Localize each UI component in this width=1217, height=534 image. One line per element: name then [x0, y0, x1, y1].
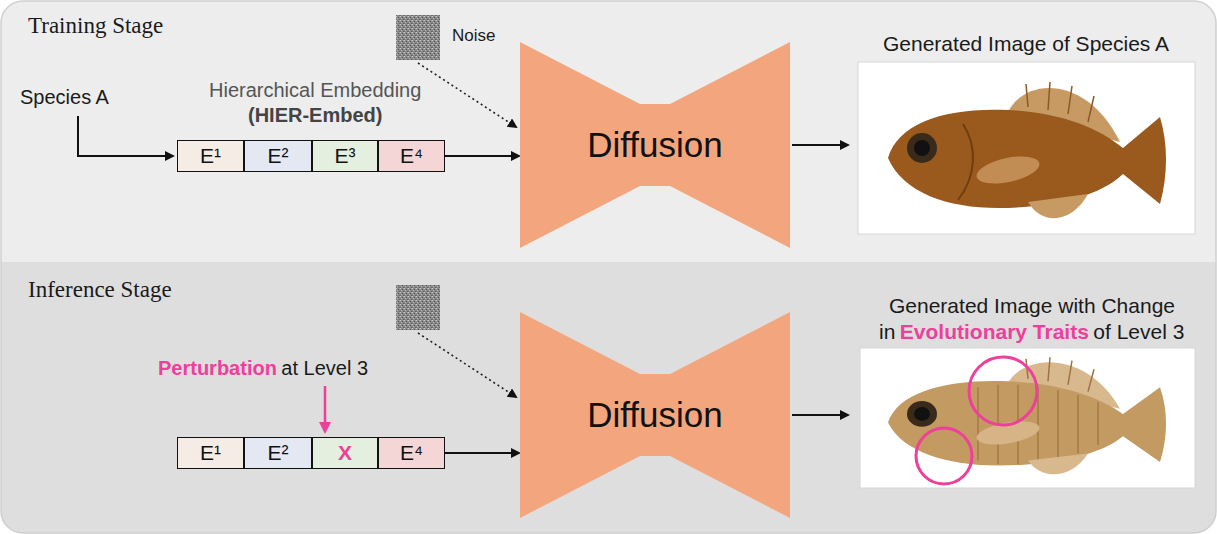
- annotation-text: Perturbation: [158, 357, 277, 379]
- embedding-cell: E⁴: [378, 140, 445, 172]
- output-arrow: [792, 144, 848, 146]
- fish-image: [858, 62, 1195, 488]
- annotation-text: (HIER-Embed): [248, 104, 382, 127]
- species-arrow: [78, 116, 173, 156]
- embedding-label: E¹: [200, 441, 221, 465]
- annotation-text: at Level 3: [281, 357, 368, 379]
- connector-arrow: [445, 452, 519, 454]
- bowtie-outline: [520, 42, 790, 248]
- training-panel: [1, 1, 1216, 262]
- annotation-text: Generated Image of Species A: [883, 32, 1169, 56]
- noise-square: [396, 285, 440, 330]
- annotation-text: Training Stage: [28, 13, 163, 39]
- annotation-text: Generated Image with Change: [889, 294, 1175, 318]
- embedding-label: E²: [268, 441, 289, 465]
- annotation-text: Evolutionary Traits: [900, 320, 1089, 343]
- connector-arrow: [445, 155, 519, 157]
- inference-panel: [1, 262, 1216, 533]
- highlight-circle: [969, 357, 1037, 425]
- block-title: Diffusion: [587, 125, 723, 165]
- text-line: in Evolutionary Traits of Level 3: [879, 320, 1184, 344]
- bowtie-outline: [520, 312, 790, 518]
- embedding-label: E¹: [200, 144, 221, 168]
- annotation-text: Hierarchical Embedding: [209, 79, 421, 102]
- embedding-label: X: [338, 441, 352, 465]
- annotation-text: Inference Stage: [28, 277, 172, 303]
- embedding-label: E⁴: [400, 144, 423, 168]
- embedding-cell: E¹: [177, 140, 244, 172]
- annotation-text: Noise: [452, 26, 495, 46]
- text-line: Perturbation at Level 3: [158, 357, 368, 380]
- embedding-cell: E²: [244, 140, 312, 172]
- embedding-label: E⁴: [400, 441, 423, 465]
- perturbation-arrow: [324, 386, 327, 431]
- embedding-cell: E⁴: [378, 437, 445, 469]
- embedding-cell: X: [312, 437, 378, 469]
- diffusion-block: Diffusion: [520, 42, 790, 248]
- annotation-text: in: [879, 320, 895, 343]
- annotation-text: Species A: [20, 86, 109, 109]
- embedding-label: E²: [268, 144, 289, 168]
- output-arrow: [792, 414, 848, 416]
- noise-arrow: [418, 333, 516, 397]
- noise-square: [396, 15, 440, 60]
- diffusion-block: Diffusion: [520, 312, 790, 518]
- noise-arrow: [418, 63, 516, 127]
- block-title: Diffusion: [587, 395, 723, 435]
- highlight-circle: [916, 428, 972, 484]
- embedding-cell: E²: [244, 437, 312, 469]
- embedding-label: E³: [335, 144, 356, 168]
- embedding-cell: E¹: [177, 437, 244, 469]
- annotation-text: of Level 3: [1093, 320, 1184, 343]
- embedding-cell: E³: [312, 140, 378, 172]
